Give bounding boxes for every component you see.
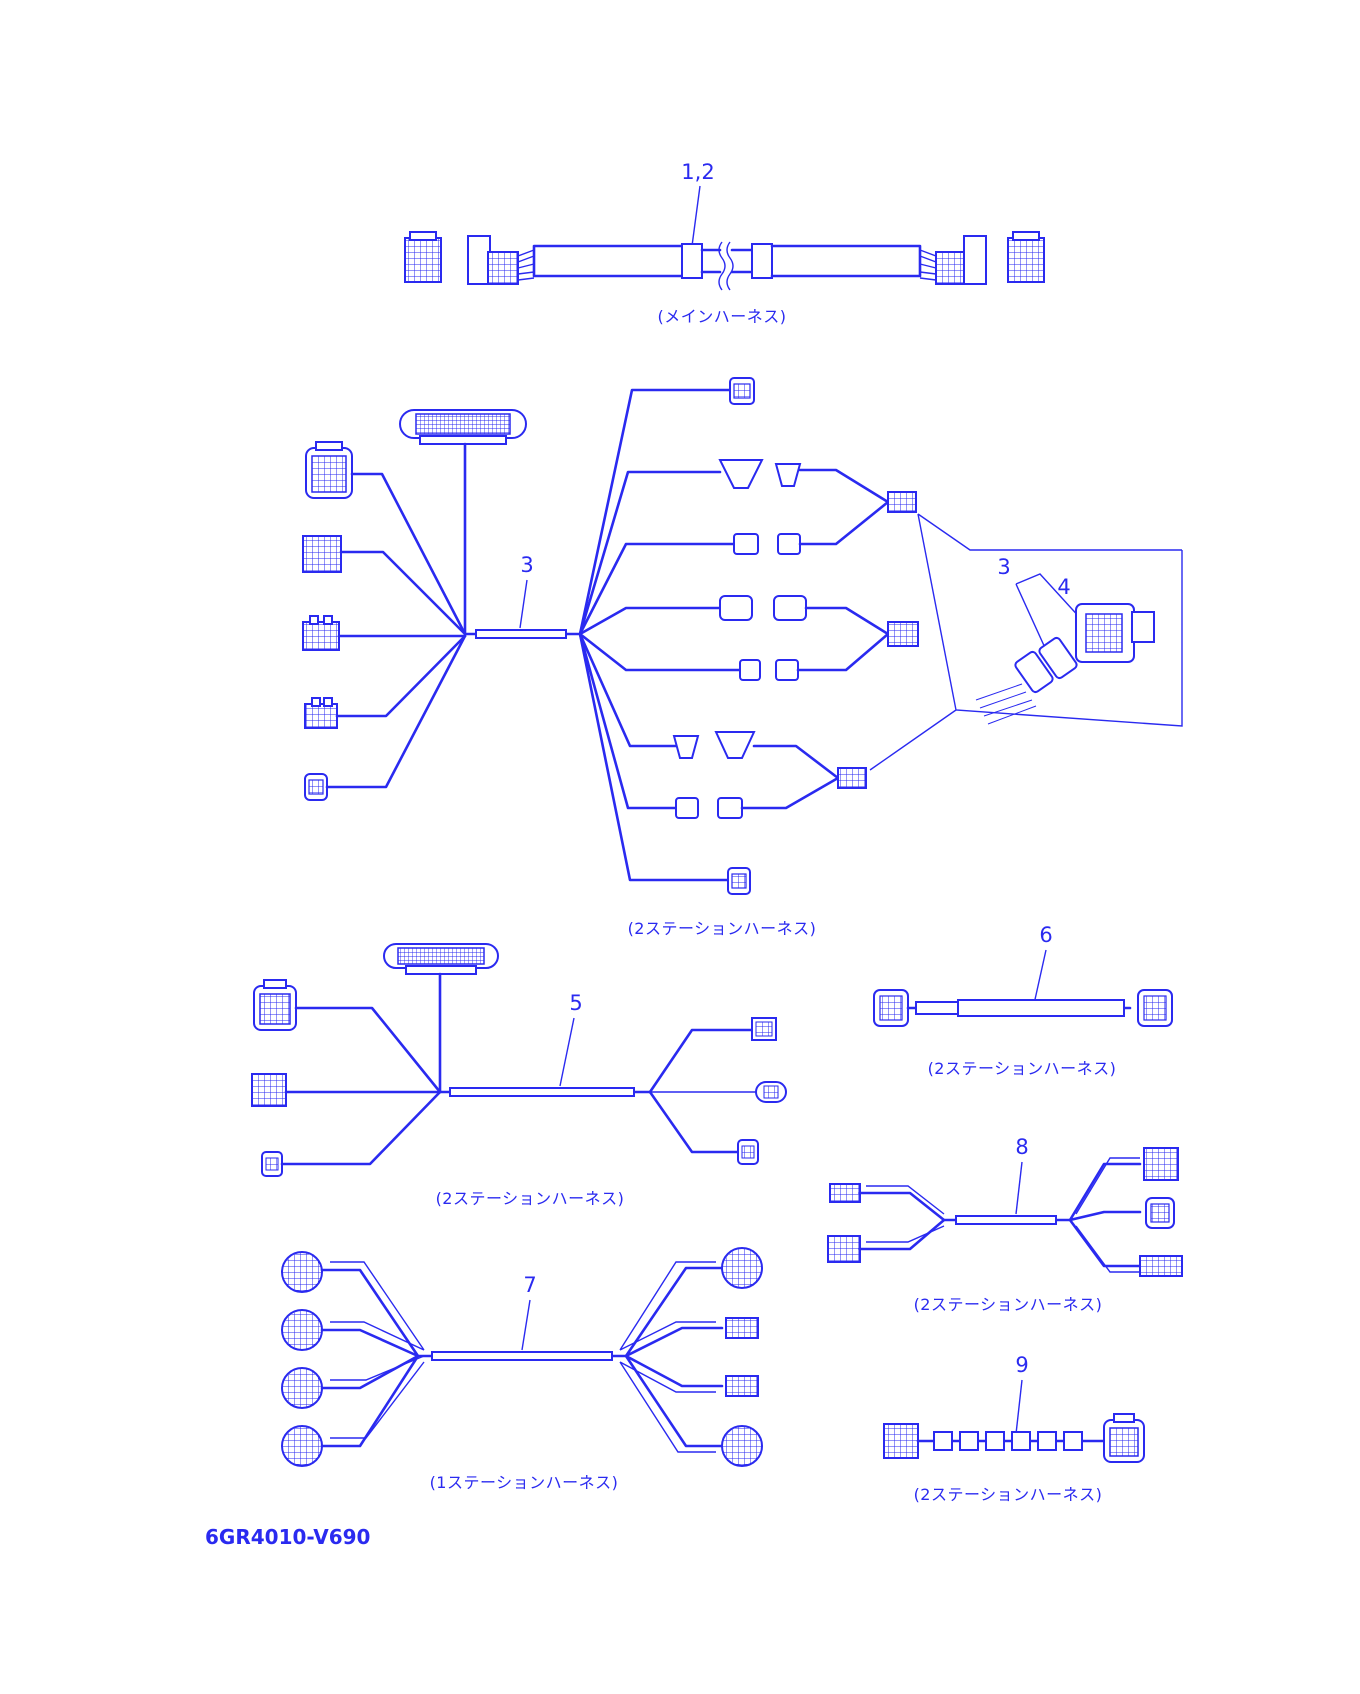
terminal-detail-icon: [975, 636, 1078, 725]
part-label-6: 6: [1039, 923, 1052, 947]
connector-icon: [1139, 1255, 1183, 1277]
connector-icon: [304, 773, 328, 801]
connector-icon: [1007, 237, 1045, 283]
connector-icon: [733, 533, 759, 555]
connector-icon: [887, 491, 917, 513]
connector-icon: [672, 735, 700, 759]
station-harness-9: 9 (2ステーションハーネス): [883, 1353, 1145, 1504]
station-harness-7: 7 (1ステーションハーネス): [281, 1247, 763, 1492]
connector-latch: [409, 231, 437, 241]
connector-icon: [675, 797, 699, 819]
connector-icon: [721, 1247, 763, 1467]
connector-icon: [1137, 989, 1173, 1027]
caption-harness-6: (2ステーションハーネス): [928, 1059, 1117, 1078]
connector-icon: [404, 237, 442, 283]
station-harness-5: 5 (2ステーションハーネス): [251, 943, 787, 1208]
connector-icon: [773, 595, 807, 621]
connector-icon: [729, 377, 755, 405]
connector-icon: [261, 1151, 283, 1177]
connector-icon: [718, 459, 764, 489]
connector-icon: [1103, 1413, 1145, 1463]
connector-icon: [251, 1073, 287, 1107]
connector-icon: [302, 615, 340, 651]
connector-icon: [714, 731, 756, 759]
station-harness-3: 3: [302, 377, 1183, 938]
connector-icon: [467, 235, 491, 285]
station-harness-8: 8 (2ステーションハーネス): [827, 1135, 1183, 1314]
caption-harness-5: (2ステーションハーネス): [436, 1189, 625, 1208]
connector-icon: [727, 867, 751, 895]
connector-icon: [719, 595, 753, 621]
part-label-3: 3: [520, 553, 533, 577]
connector-body: [935, 251, 967, 285]
connector-icon: [883, 1423, 919, 1459]
connector-icon: [777, 533, 801, 555]
connector-icon: [1145, 1197, 1175, 1229]
connector-icon: [887, 621, 919, 647]
round-connector-icon: [281, 1251, 323, 1467]
connector-icon: [775, 659, 799, 681]
connector-icon: [837, 767, 867, 789]
clamp-icon: [681, 243, 703, 279]
connector-icon: [253, 979, 297, 1031]
caption-harness-9: (2ステーションハーネス): [914, 1485, 1103, 1504]
connector-icon: [304, 697, 338, 729]
connector-icon: [751, 1017, 777, 1041]
main-harness-1-2: 1,2 (メインハーネス): [404, 160, 1045, 326]
caption-harness-7: (1ステーションハーネス): [430, 1473, 619, 1492]
part-label-7: 7: [523, 1273, 536, 1297]
connector-icon: [1143, 1147, 1179, 1181]
part-label-9: 9: [1015, 1353, 1028, 1377]
part-label-1-2: 1,2: [681, 160, 714, 184]
part-label-5: 5: [569, 991, 582, 1015]
caption-harness-8: (2ステーションハーネス): [914, 1295, 1103, 1314]
caption-harness-3: (2ステーションハーネス): [628, 919, 817, 938]
station-harness-6: 6 (2ステーションハーネス): [873, 923, 1173, 1078]
leader-line: [691, 185, 701, 247]
connector-icon: [717, 797, 743, 819]
clamp-icon: [933, 1431, 1083, 1451]
connector-icon: [827, 1235, 861, 1263]
clamp-icon: [751, 243, 773, 279]
connector-icon: [873, 989, 909, 1027]
detail-label-3: 3: [997, 555, 1010, 579]
connector-icon: [737, 1139, 759, 1165]
detail-label-4: 4: [1057, 575, 1070, 599]
caption-main-harness: (メインハーネス): [658, 307, 787, 326]
connector-icon: [963, 235, 987, 285]
connector-icon: [302, 535, 342, 573]
connector-body: [487, 251, 519, 285]
connector-icon: [774, 463, 802, 487]
connector-icon: [305, 441, 353, 499]
part-label-8: 8: [1015, 1135, 1028, 1159]
connector-icon: [739, 659, 761, 681]
connector-icon: [829, 1183, 861, 1203]
drawing-code: 6GR4010-V690: [205, 1525, 370, 1549]
